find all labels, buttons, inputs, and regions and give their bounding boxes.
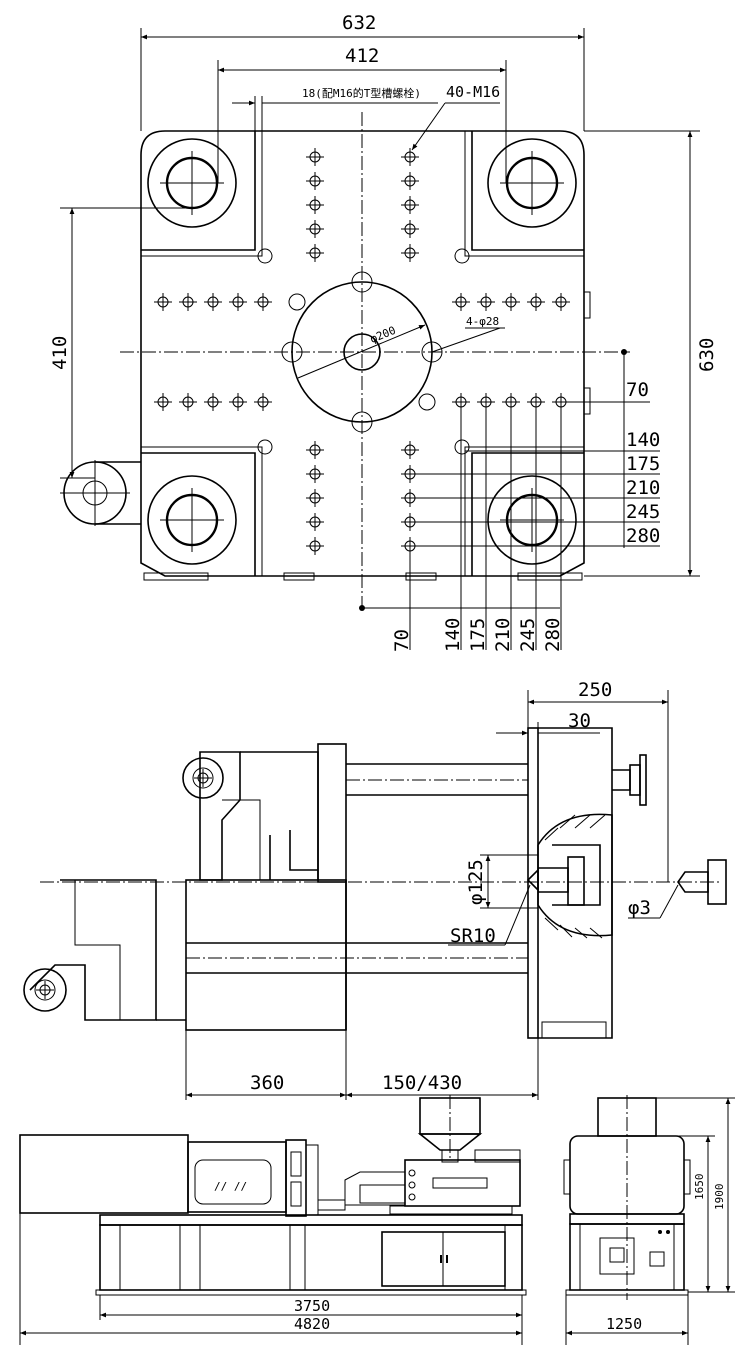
dim-1900: 1900 [713,1184,726,1211]
dim-632: 632 [342,12,376,34]
dim-b210: 210 [492,618,514,652]
dim-360: 360 [250,1072,284,1094]
dim-r210: 210 [626,477,660,499]
dim-r245: 245 [626,501,660,523]
dim-sr10: SR10 [450,925,496,947]
tiebar-boss-tr [487,138,577,228]
dim-412: 412 [345,45,379,67]
dim-3750: 3750 [294,1297,330,1315]
platen-outline [140,130,585,577]
dim-4-phi28: 4-φ28 [466,315,499,328]
dim-630: 630 [696,338,718,372]
dim-r175: 175 [626,453,660,475]
dim-b245: 245 [517,618,539,652]
dim-b175: 175 [467,618,489,652]
tiebar-boss-bl [147,475,237,565]
dim-b70: 70 [391,629,413,652]
dim-410: 410 [49,336,71,370]
dim-b280: 280 [542,618,564,652]
note-m16: 40-M16 [446,83,500,101]
dim-r140: 140 [626,429,660,451]
machine-end-view: 1650 1900 1250 [563,1095,735,1345]
dim-b140: 140 [442,618,464,652]
tiebar-boss-br [487,475,577,565]
dim-250: 250 [578,679,612,701]
machine-front-view: // // [19,1095,527,1345]
dim-r70: 70 [626,379,649,401]
clamping-side-view: 250 30 φ125 SR10 φ3 360 150/430 [23,679,727,1100]
dim-phi125: φ125 [465,859,487,905]
dim-1650: 1650 [693,1174,706,1201]
tiebar-boss-tl [147,138,237,228]
dim-phi3: φ3 [628,897,651,919]
dim-4820: 4820 [294,1315,330,1333]
dim-30: 30 [568,710,591,732]
dim-r280: 280 [626,525,660,547]
dim-150-430: 150/430 [382,1072,462,1094]
svg-text:// //: // // [214,1180,247,1193]
note-tslot: 18(配M16的T型槽螺栓) [302,86,421,100]
platen-top-view: 632 412 18(配M16的T型槽螺栓) 40-M16 410 630 φ2… [49,12,718,652]
dim-1250: 1250 [606,1315,642,1333]
